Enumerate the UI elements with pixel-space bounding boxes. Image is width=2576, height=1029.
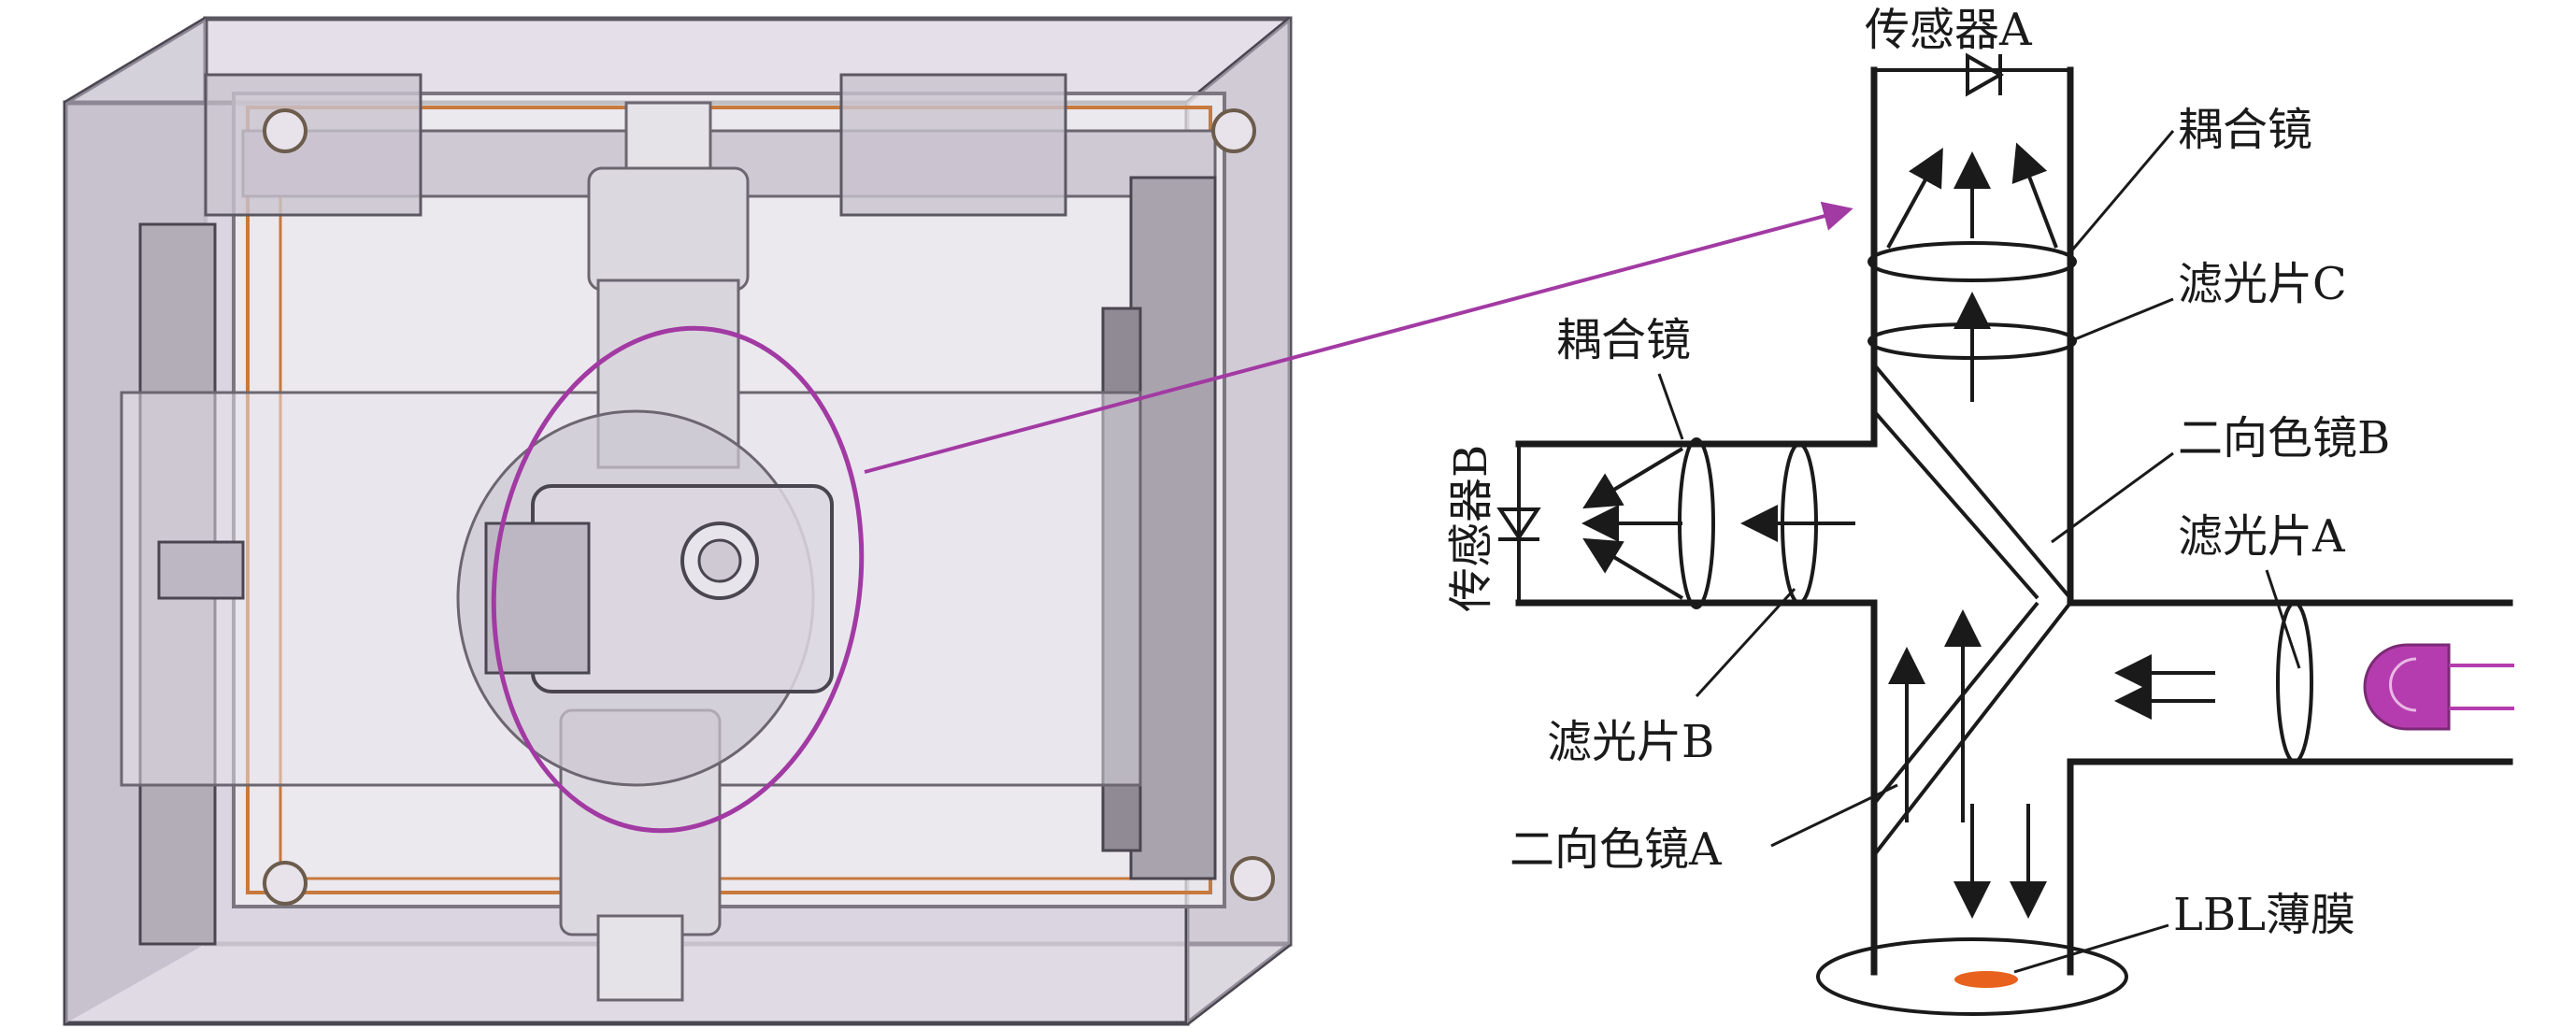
lbl-film <box>1954 971 2018 988</box>
leader-lbl-film <box>2013 923 2169 974</box>
label-sensor-a: 传感器A <box>1865 4 2033 56</box>
tube-collar <box>587 166 750 292</box>
leader-dichroic-b <box>2051 451 2174 544</box>
leader-filter-c <box>2069 297 2174 343</box>
corner-screw <box>1211 108 1256 153</box>
optical-schematic: 传感器A 耦合镜 滤光片C 二向色镜B 二向色镜A 传感器B <box>1445 4 2514 1016</box>
label-dichroic-a: 二向色镜A <box>1510 823 1723 876</box>
sensor-b-diode-icon <box>1496 444 1541 603</box>
filter-a <box>2276 601 2313 764</box>
dichroic-mirror-a-back <box>1872 601 2039 806</box>
label-coupling-lens-top: 耦合镜 <box>2178 104 2312 156</box>
label-sensor-b: 传感器B <box>1445 445 1497 612</box>
label-coupling-lens-left: 耦合镜 <box>1556 314 1691 366</box>
path-outline-right-lower <box>2067 758 2513 976</box>
ray <box>1582 447 1684 509</box>
leader-filter-b <box>1695 587 1796 698</box>
ray <box>1886 147 1943 249</box>
label-filter-a: 滤光片A <box>2178 510 2346 563</box>
corner-screw <box>263 861 308 906</box>
leader-dichroic-a <box>1770 783 1898 848</box>
leader-coupling-top <box>2068 130 2175 253</box>
label-filter-c: 滤光片C <box>2178 258 2347 310</box>
sample-dish <box>1816 937 2128 1016</box>
dichroic-mirror-b <box>1872 363 2072 600</box>
housing-3d-render <box>63 16 1293 1026</box>
label-lbl-film: LBL薄膜 <box>2173 889 2355 941</box>
dichroic-mirror-b-back <box>1872 409 2039 600</box>
highlight-ellipse <box>491 325 865 834</box>
left-tab <box>157 540 245 600</box>
right-post <box>1129 176 1217 880</box>
coupling-lens-left <box>1678 437 1715 609</box>
leader-filter-a <box>2265 569 2301 669</box>
path-outline-left-lower <box>1515 599 1878 976</box>
optical-port <box>484 522 591 675</box>
ray <box>2011 142 2058 249</box>
corner-screw <box>263 108 308 153</box>
label-dichroic-b: 二向色镜B <box>2178 412 2390 464</box>
bracket <box>839 73 1067 217</box>
led-source-icon <box>2363 643 2514 731</box>
callout-arrow <box>864 201 1853 474</box>
corner-screw <box>1230 856 1275 901</box>
path-outline-left <box>1515 66 1878 448</box>
bracket <box>204 73 422 217</box>
coupling-lens-top <box>1868 241 2077 282</box>
sensor-a-diode-icon <box>1874 52 2070 97</box>
tube-stem <box>596 914 684 1002</box>
ray <box>1582 537 1684 600</box>
optical-aperture-inner <box>697 538 742 583</box>
leader-coupling-left <box>1657 373 1684 440</box>
label-filter-b: 滤光片B <box>1547 716 1714 768</box>
